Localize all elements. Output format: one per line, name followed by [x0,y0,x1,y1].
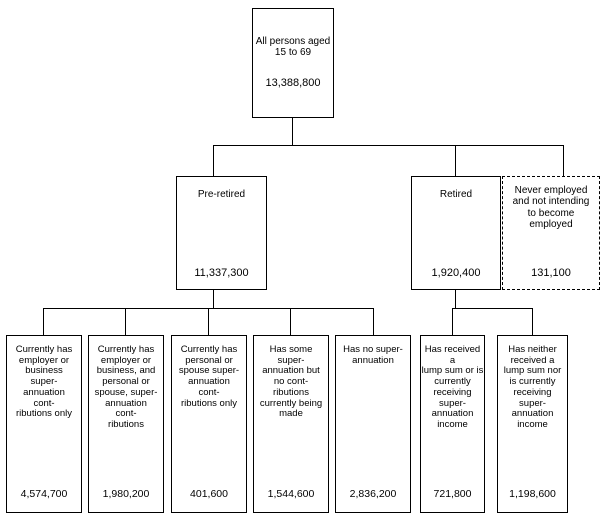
node-all-persons-value: 13,388,800 [265,76,321,89]
connector-retired-stem [455,290,456,309]
connector-root-stem [292,118,293,146]
node-all-persons-label: All persons aged 15 to 69 [255,36,331,59]
connector-drop-never-employed [563,145,564,176]
node-all-persons: All persons aged 15 to 69 13,388,800 [252,8,334,118]
connector-tier2-bus [213,145,563,146]
node-never-employed-label: Never employed and not intending to beco… [512,185,590,230]
connector-drop-t3-2 [208,308,209,335]
node-neither-lump-sum-nor-income: Has neither received a lump sum nor is c… [497,335,568,513]
node-personal-spouse-only-value: 401,600 [190,488,228,501]
node-employer-and-personal-spouse-value: 1,980,200 [102,488,150,501]
node-neither-lump-sum-nor-income-label: Has neither received a lump sum nor is c… [503,344,562,431]
node-no-superannuation-value: 2,836,200 [349,488,397,501]
connector-drop-retired [455,145,456,176]
node-pre-retired-label: Pre-retired [197,189,246,200]
node-received-lump-sum-or-income-value: 721,800 [433,488,472,501]
node-never-employed-value: 131,100 [531,266,571,279]
node-retired-label: Retired [439,189,473,200]
connector-retired-bus [452,308,533,309]
connector-drop-t3-4 [373,308,374,335]
node-personal-spouse-only: Currently has personal or spouse super- … [171,335,247,513]
node-retired-value: 1,920,400 [431,266,481,279]
node-employer-and-personal-spouse-label: Currently has employer or business, and … [94,344,158,431]
node-employer-business-only: Currently has employer or business super… [6,335,82,513]
node-some-super-no-contributions: Has some super- annuation but no cont- r… [253,335,329,513]
node-employer-business-only-value: 4,574,700 [20,488,68,501]
node-pre-retired-value: 11,337,300 [194,266,249,279]
node-retired: Retired 1,920,400 [411,176,501,290]
connector-drop-t3-1 [125,308,126,335]
node-received-lump-sum-or-income: Has received a lump sum or is currently … [420,335,485,513]
connector-drop-t3-3 [290,308,291,335]
connector-drop-t3-0 [43,308,44,335]
node-pre-retired: Pre-retired 11,337,300 [176,176,267,290]
connector-drop-t3-6 [532,308,533,335]
connector-preretired-stem [213,290,214,309]
node-some-super-no-contributions-value: 1,544,600 [267,488,315,501]
node-never-employed: Never employed and not intending to beco… [502,176,600,290]
connector-drop-t3-5 [452,308,453,335]
node-received-lump-sum-or-income-label: Has received a lump sum or is currently … [421,344,484,431]
node-neither-lump-sum-nor-income-value: 1,198,600 [509,488,556,501]
node-no-superannuation: Has no super- annuation 2,836,200 [335,335,411,513]
node-employer-business-only-label: Currently has employer or business super… [15,344,73,420]
node-some-super-no-contributions-label: Has some super- annuation but no cont- r… [259,344,323,420]
node-employer-and-personal-spouse: Currently has employer or business, and … [88,335,164,513]
connector-drop-preretired [213,145,214,176]
node-no-superannuation-label: Has no super- annuation [343,344,403,366]
node-personal-spouse-only-label: Currently has personal or spouse super- … [178,344,240,409]
